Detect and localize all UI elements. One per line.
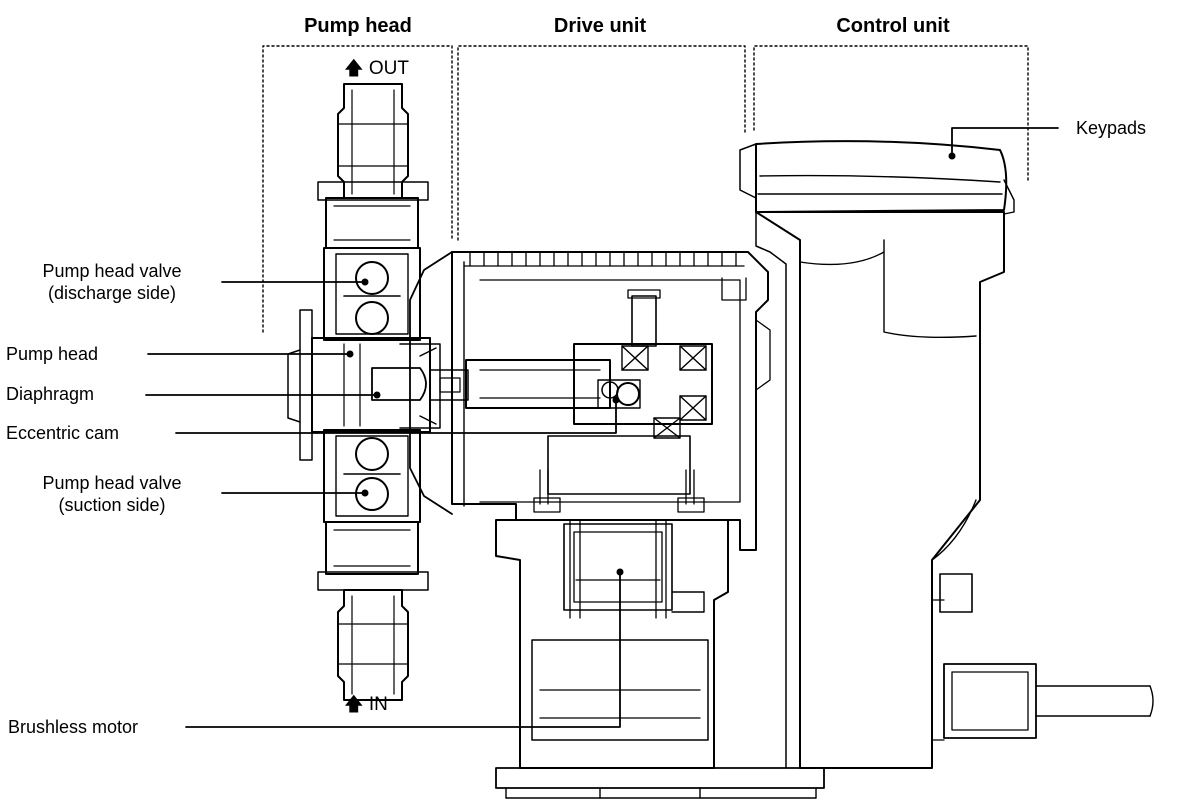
inlet-nut — [325, 521, 419, 575]
drive-housing-outline — [451, 251, 769, 551]
suction-ball-lower — [355, 477, 389, 511]
drive-unit-bracket — [457, 45, 746, 241]
discharge-ball-lower — [355, 301, 389, 335]
keypad-panel — [755, 140, 1008, 213]
eccentric-cam — [616, 382, 640, 406]
label-pump-head: Pump head — [6, 344, 99, 364]
section-brackets — [262, 45, 1029, 333]
control-unit-bracket — [753, 45, 1029, 183]
label-discharge-valve-line1: Pump head valve — [42, 261, 182, 281]
diaphragm — [371, 367, 427, 401]
motor-housing — [495, 519, 729, 769]
label-suction-valve-line1: Pump head valve — [42, 473, 182, 493]
flow-out-label: OUT — [368, 58, 409, 79]
diaphragm-dot — [373, 391, 381, 399]
eccentric-cam-dot — [612, 396, 620, 404]
leader-dots — [346, 152, 956, 576]
drive-shaft — [465, 359, 611, 409]
label-brushless-motor: Brushless motor — [8, 717, 139, 737]
cam-housing — [573, 343, 713, 425]
brushless-motor — [563, 523, 673, 611]
control-body — [755, 211, 1005, 769]
suction-ball-upper — [355, 437, 389, 471]
motor-section — [495, 519, 825, 799]
bearings — [621, 345, 707, 439]
pump-head-block — [311, 337, 431, 433]
up-arrow-icon: 🡅 — [344, 58, 364, 79]
keypads-dot — [948, 152, 956, 160]
pump-head-column — [287, 83, 431, 701]
label-suction-valve-line2: (suction side) — [58, 495, 166, 515]
power-cable — [1035, 685, 1151, 717]
up-arrow-icon: 🡅 — [344, 694, 364, 715]
outlet-fitting — [337, 83, 409, 199]
label-diaphragm: Diaphragm — [6, 384, 95, 404]
label-discharge-valve: Pump head valve (discharge side) — [6, 260, 218, 304]
label-discharge-valve-line2: (discharge side) — [47, 283, 177, 303]
label-suction-valve: Pump head valve (suction side) — [6, 472, 218, 516]
section-title-control-unit: Control unit — [836, 15, 950, 37]
keypads-leader — [951, 127, 1059, 157]
gear-box — [547, 435, 691, 495]
pump-head-dot — [346, 350, 354, 358]
section-title-pump-head: Pump head — [304, 15, 412, 37]
label-keypads: Keypads — [1076, 118, 1147, 138]
diaphragm-assembly — [371, 343, 469, 429]
discharge-valve-dot — [361, 278, 369, 286]
discharge-ball-upper — [355, 261, 389, 295]
suction-valve-dot — [361, 489, 369, 497]
pump-base — [495, 767, 825, 789]
pump-head-bracket — [262, 45, 453, 333]
cable-gland — [943, 663, 1037, 739]
flow-out: 🡅 OUT — [344, 58, 409, 80]
brushless-motor-leader — [185, 571, 621, 728]
eccentric-cam-leader — [175, 399, 617, 434]
suction-valve-body — [323, 429, 421, 523]
section-title-drive-unit: Drive unit — [553, 15, 647, 37]
label-eccentric-cam: Eccentric cam — [6, 423, 120, 443]
discharge-valve-body — [323, 247, 421, 341]
drive-unit-housing — [409, 251, 771, 551]
leader-lines — [145, 127, 1059, 728]
inlet-fitting — [337, 589, 409, 701]
control-unit-body — [739, 140, 1154, 769]
flow-in-label: IN — [368, 694, 388, 715]
flow-in: 🡅 IN — [344, 694, 388, 716]
brushless-motor-dot — [616, 568, 624, 576]
